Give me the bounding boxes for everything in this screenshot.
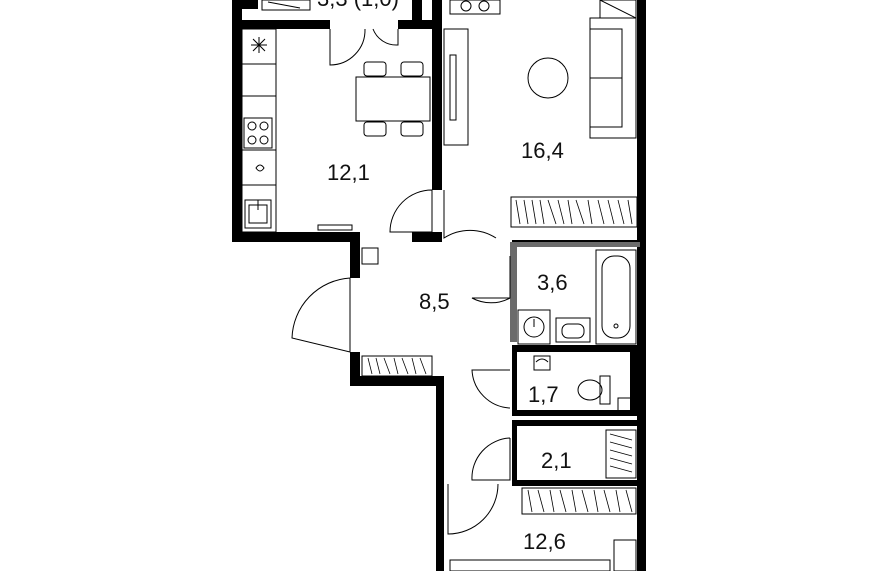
bathroom-fixtures — [471, 249, 637, 345]
washing-machine-icon — [517, 309, 551, 345]
kitchen-sink-icon — [244, 199, 272, 229]
bathtub-icon — [595, 249, 637, 345]
toilet-icon — [577, 375, 611, 405]
stove-icon — [243, 117, 273, 149]
loggia-area-label: 3,3 (1,0) — [317, 0, 399, 10]
hall-fixtures — [291, 247, 433, 377]
kitchen-fixtures — [241, 28, 431, 233]
sofa-icon — [589, 17, 637, 139]
toilet-area-label: 1,7 — [528, 382, 559, 407]
dining-table-icon — [355, 61, 431, 137]
closet-area-label: 2,1 — [541, 448, 572, 473]
hall-area-label: 8,5 — [419, 289, 450, 314]
partitions — [510, 242, 642, 486]
extractor-icon — [251, 37, 267, 53]
bathroom-sink-icon — [555, 317, 591, 343]
bathroom-area-label: 3,6 — [537, 270, 568, 295]
bedroom-fixtures — [447, 483, 637, 571]
kitchen-area-label: 12,1 — [327, 160, 370, 185]
kitchen-top-door — [329, 28, 399, 66]
closet-fixtures — [471, 429, 637, 481]
bedroom-area-label: 12,6 — [523, 529, 566, 554]
kitchen-hall-door — [389, 189, 433, 233]
round-table-icon — [527, 57, 569, 99]
living-fixtures — [443, 17, 638, 228]
living-radiator — [515, 199, 633, 225]
living-room-area-label: 16,4 — [521, 138, 564, 163]
toilet-sink-icon — [533, 355, 551, 371]
toilet-fixtures — [471, 355, 637, 413]
living-door — [443, 190, 497, 239]
